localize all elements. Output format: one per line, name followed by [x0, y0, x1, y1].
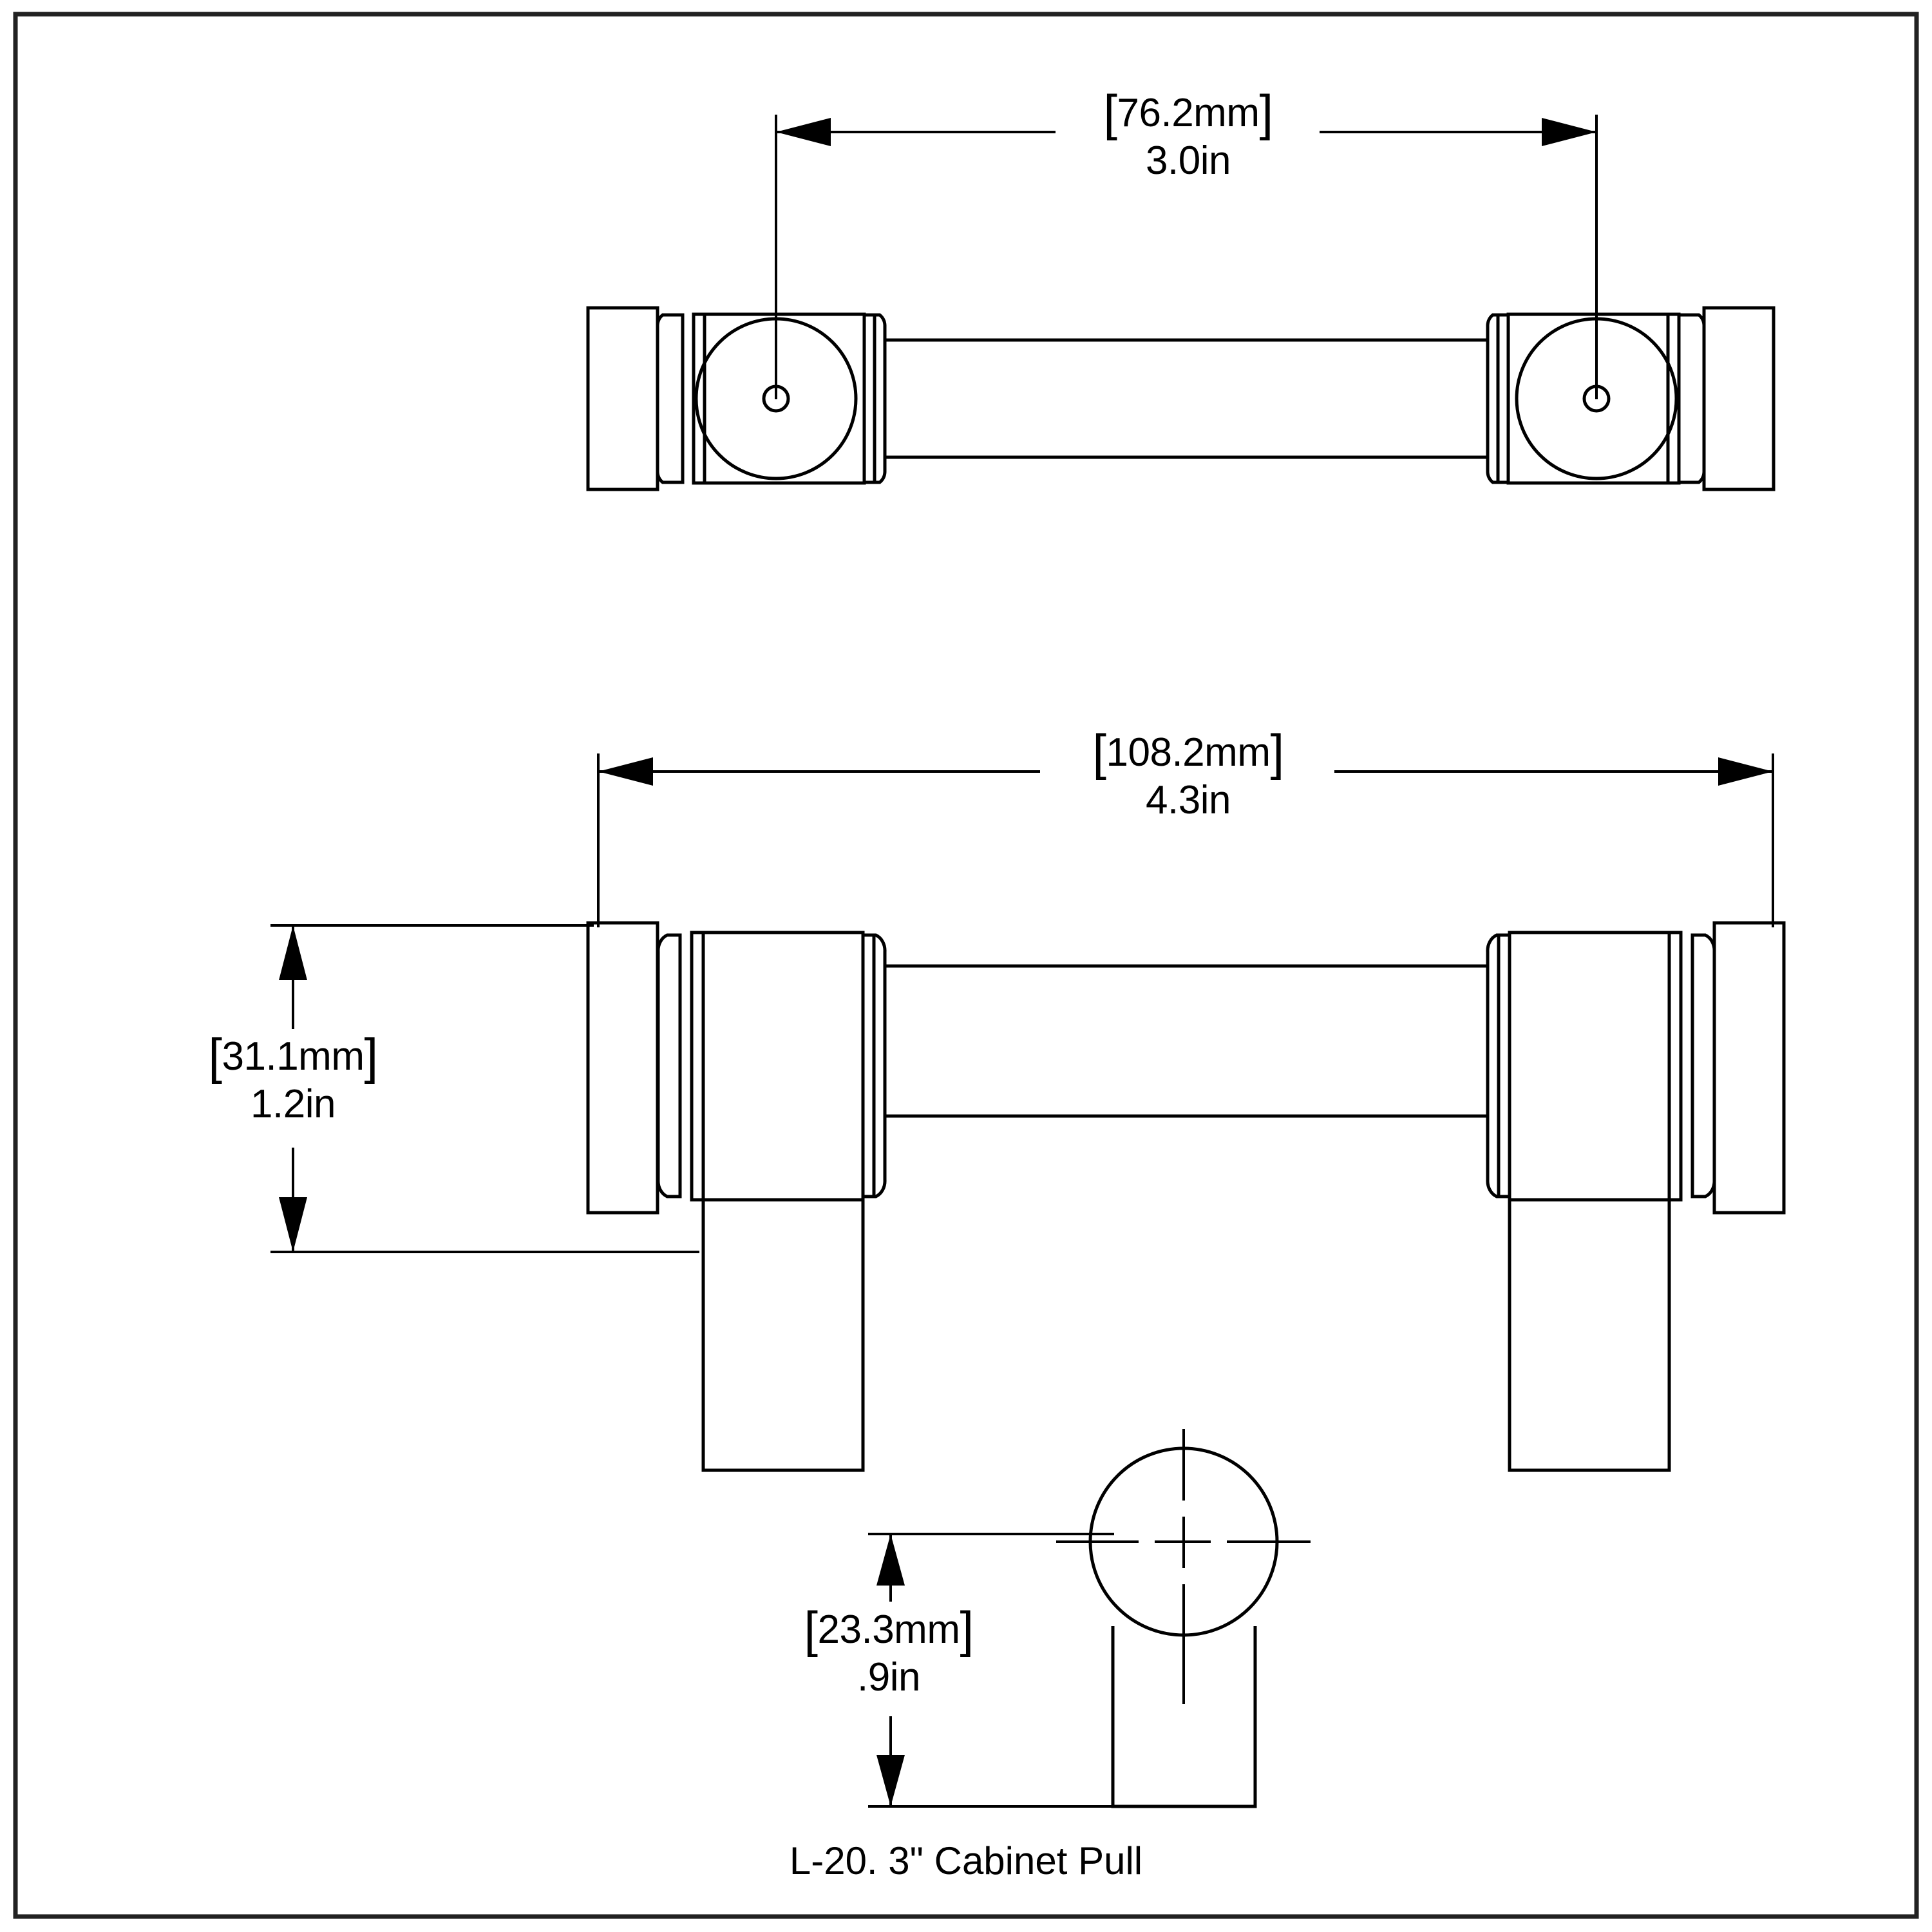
side-view-left-barrel: [690, 931, 865, 1202]
side-view-right-collar: [1690, 933, 1716, 1198]
dimension-center-to-center: [775, 115, 1598, 399]
dim3-arrowhead-top: [279, 925, 307, 980]
dim1-bracket-close: ]: [1259, 84, 1273, 141]
dim1-mm-row: [76.2mm]: [992, 84, 1385, 141]
dim4-bracket-open: [: [804, 1601, 818, 1658]
side-view-left-collar: [656, 933, 682, 1198]
dim4-arrowhead-bottom: [876, 1755, 905, 1806]
dim2-inch-value: 4.3in: [1146, 777, 1231, 822]
dimension-label-center-to-center: [76.2mm] 3.0in: [992, 84, 1385, 183]
dimension-projection-height: [270, 924, 699, 1253]
top-view: [586, 306, 1776, 491]
dim4-mm-row: [23.3mm]: [692, 1601, 1085, 1658]
dim2-bracket-open: [: [1092, 724, 1106, 781]
dim2-arrowhead-right: [1718, 757, 1773, 786]
dim1-inch-value: 3.0in: [1146, 138, 1231, 183]
dimension-post-height: [868, 1533, 1114, 1808]
top-view-right-outer-bead: [1486, 313, 1508, 484]
side-view-right-mounting-post: [1508, 1200, 1671, 1472]
dim4-inch-value: .9in: [857, 1654, 920, 1700]
end-view-post-base-rect: [1111, 1626, 1257, 1808]
dim3-arrowhead-bottom: [279, 1197, 307, 1252]
dimension-label-overall-length: [108.2mm] 4.3in: [985, 726, 1391, 821]
dim3-mm-value: 31.1mm: [222, 1034, 365, 1079]
top-view-left-end-cap: [586, 306, 659, 491]
top-view-right-end-cap: [1702, 306, 1776, 491]
dim4-mm-value: 23.3mm: [817, 1607, 960, 1652]
dim2-arrowhead-left: [598, 757, 653, 786]
dim3-inch-value: 1.2in: [251, 1081, 336, 1126]
drawing-title: L-20. 3" Cabinet Pull: [789, 1839, 1143, 1882]
dim3-bracket-open: [: [208, 1028, 222, 1084]
top-view-right-barrel: [1506, 312, 1681, 485]
side-view-right-barrel: [1508, 931, 1683, 1202]
dimension-label-projection-height: [31.1mm] 1.2in: [97, 1030, 489, 1125]
top-view-left-barrel: [692, 312, 866, 485]
side-view-left-outer-bead: [863, 933, 887, 1198]
end-view-centerlines: [1056, 1429, 1311, 1704]
side-view-right-end-cap: [1712, 921, 1786, 1215]
top-view-left-outer-bead: [864, 313, 887, 484]
sheet-border: [13, 12, 1919, 1919]
dim3-bracket-close: ]: [364, 1028, 378, 1084]
dim1-bracket-open: [: [1103, 84, 1117, 141]
dim1-mm-value: 76.2mm: [1117, 91, 1260, 135]
dimension-label-post-height: [23.3mm] .9in: [692, 1601, 1085, 1700]
top-view-left-collar: [656, 313, 685, 484]
top-view-right-collar: [1677, 313, 1706, 484]
dim4-bracket-close: ]: [960, 1601, 974, 1658]
dim2-mm-value: 108.2mm: [1106, 730, 1271, 775]
dim2-bracket-close: ]: [1270, 724, 1284, 781]
dim1-arrowhead-left: [776, 118, 831, 146]
side-view-left-end-cap: [586, 921, 659, 1215]
side-view-right-outer-bead: [1486, 933, 1510, 1198]
dim1-arrowhead-right: [1542, 118, 1596, 146]
side-view: [586, 921, 1786, 1472]
dim4-arrowhead-top: [876, 1534, 905, 1586]
side-view-left-mounting-post: [701, 1200, 865, 1472]
dimension-overall-length: [597, 753, 1774, 927]
dim2-mm-row: [108.2mm]: [985, 726, 1391, 779]
dim3-mm-row: [31.1mm]: [97, 1030, 489, 1083]
